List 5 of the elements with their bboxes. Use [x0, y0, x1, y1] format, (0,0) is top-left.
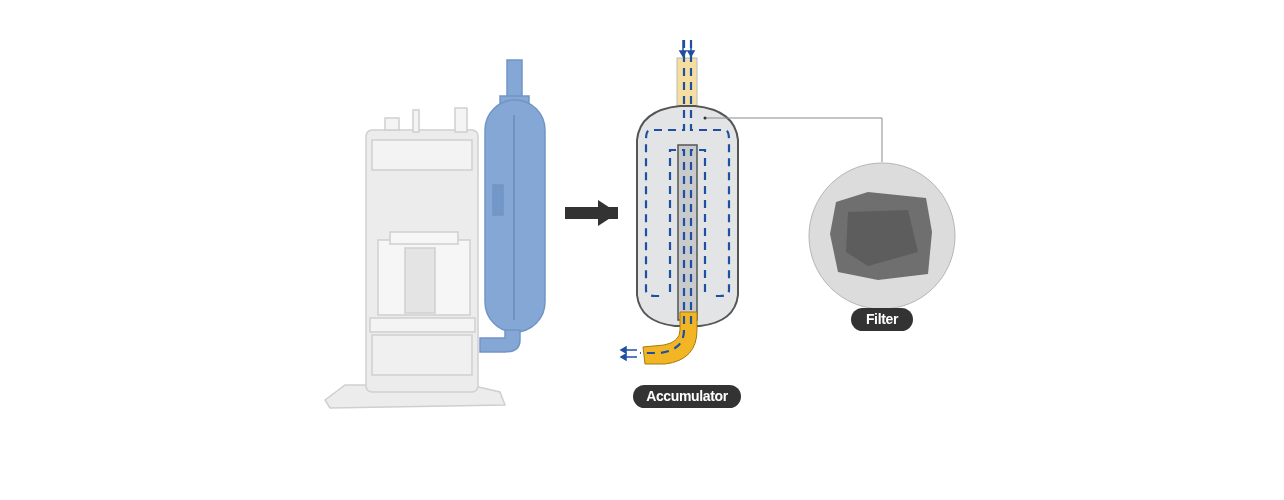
leader-line — [745, 117, 883, 163]
name-tag: Accumulator — [633, 385, 741, 408]
arrow — [565, 200, 618, 226]
mesh-filter-photo — [808, 162, 956, 310]
name-tag: Filter — [851, 308, 913, 331]
